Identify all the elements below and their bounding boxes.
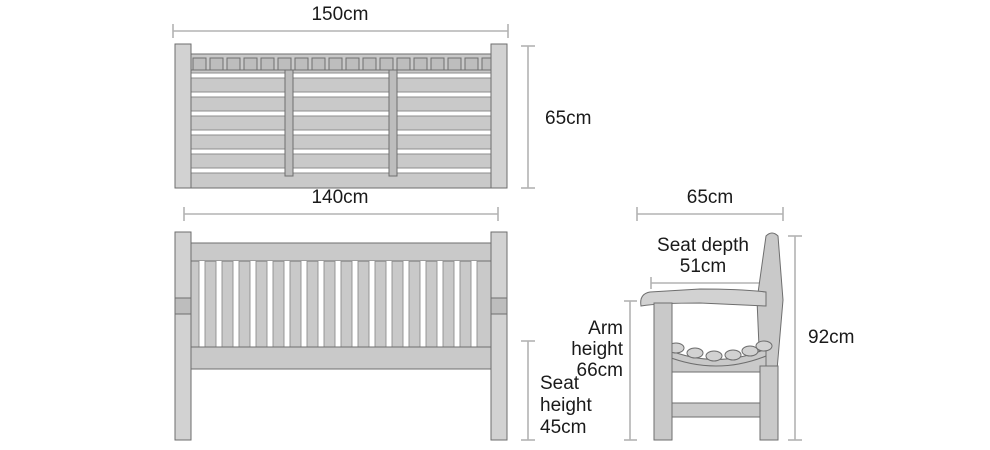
front-left-arm-joint [174, 297, 192, 315]
dimension-overall-height: 92cm [788, 235, 854, 441]
dimension-seat-depth: Seat depth 51cm [650, 235, 764, 289]
back-left-post-front [174, 43, 192, 189]
back-right-post-front [490, 43, 508, 189]
dimension-seat-width-label: 140cm [311, 187, 368, 208]
dimension-overall-width: 150cm [172, 4, 509, 38]
dimension-seat-depth-label-2: 51cm [680, 256, 726, 277]
dimension-overall-width-label: 150cm [311, 4, 368, 25]
front-slat-gaps [199, 261, 477, 347]
dimension-arm-height-label-3: 66cm [577, 360, 623, 381]
side-lower-stretcher [665, 402, 767, 418]
dimension-back-height-label: 65cm [545, 108, 591, 129]
dimension-seat-height-label-1: Seat [540, 373, 580, 394]
side-view-group: 65cm Seat depth 51cm [571, 187, 854, 441]
front-seat-rail [184, 346, 498, 370]
back-slat-outlines [191, 72, 491, 174]
dimension-arm-height-label-2: height [571, 339, 623, 360]
front-view-group: 140cm [174, 187, 592, 441]
front-left-leg-front [174, 231, 192, 441]
dimension-seat-height-label-2: height [540, 395, 592, 416]
dimension-overall-depth: 65cm [636, 187, 784, 221]
dimension-seat-depth-label-1: Seat depth [657, 235, 749, 256]
dimension-arm-height: Arm height 66cm [571, 300, 637, 441]
front-right-arm-joint [490, 297, 508, 315]
side-back-leg [759, 365, 779, 441]
back-center-supports [284, 69, 398, 177]
side-front-leg-front [653, 302, 673, 441]
dimension-arm-height-label-1: Arm [588, 318, 623, 339]
back-view-group: 150cm [172, 4, 591, 189]
dimension-seat-width: 140cm [183, 187, 499, 221]
dimension-back-height: 65cm [521, 45, 591, 189]
side-seat-rail-face [665, 355, 767, 373]
dimension-overall-depth-label: 65cm [687, 187, 733, 208]
front-right-leg-front [490, 231, 508, 441]
dimension-seat-height-label-3: 45cm [540, 417, 586, 438]
dimension-seat-height: Seat height 45cm [521, 340, 592, 441]
back-slat-gaps [191, 73, 491, 173]
front-slat-outlines [198, 261, 478, 347]
dimension-overall-height-label: 92cm [808, 327, 854, 348]
front-top-rail [184, 242, 498, 262]
